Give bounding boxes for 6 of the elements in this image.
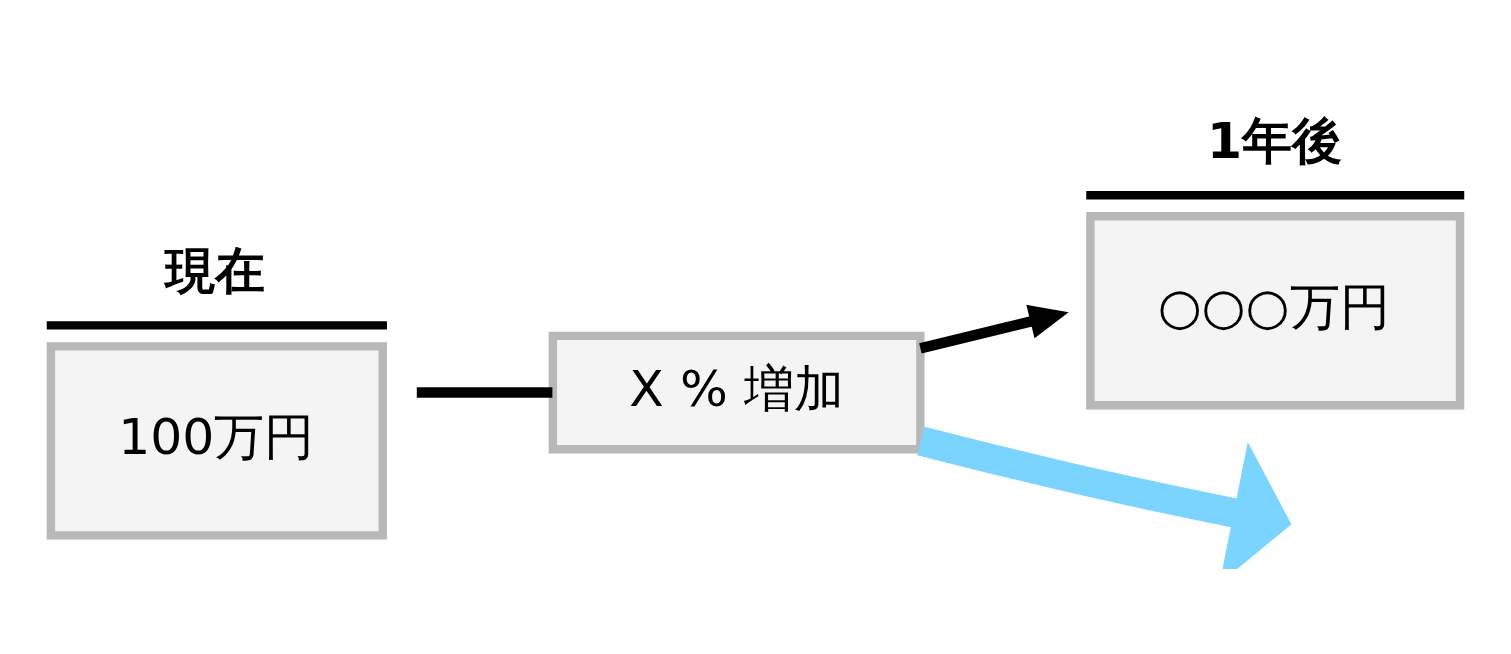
arrow [917,426,1292,569]
connector [416,386,553,398]
node-box: X % 増加 [548,331,925,453]
node-label: 現在 [165,240,266,300]
node-label: 1年後 [1207,110,1343,170]
arrow [919,304,1069,353]
